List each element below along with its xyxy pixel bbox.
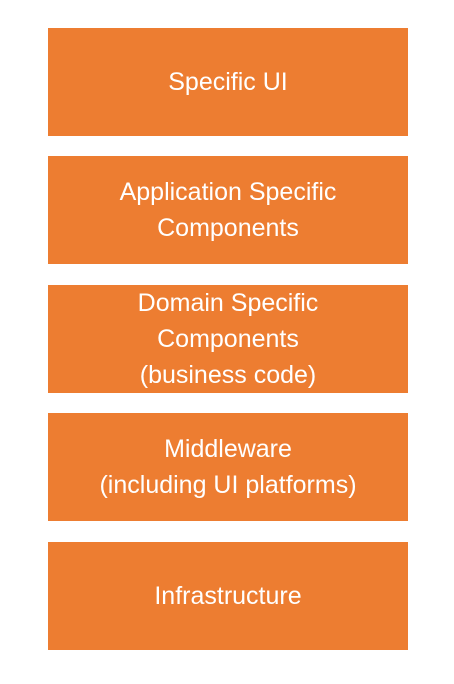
layer-middleware: Middleware (including UI platforms) — [48, 413, 408, 521]
layer-label: Application Specific Components — [119, 178, 337, 242]
layer-label: Infrastructure — [154, 582, 302, 610]
layer-label: Specific UI — [168, 68, 288, 96]
layer-label: Domain Specific Components (business cod… — [137, 289, 319, 389]
layer-infrastructure: Infrastructure — [48, 542, 408, 650]
layer-label: Middleware (including UI platforms) — [99, 435, 357, 499]
layer-application-specific-components: Application Specific Components — [48, 156, 408, 264]
layer-specific-ui: Specific UI — [48, 28, 408, 136]
layer-domain-specific-components: Domain Specific Components (business cod… — [48, 285, 408, 393]
